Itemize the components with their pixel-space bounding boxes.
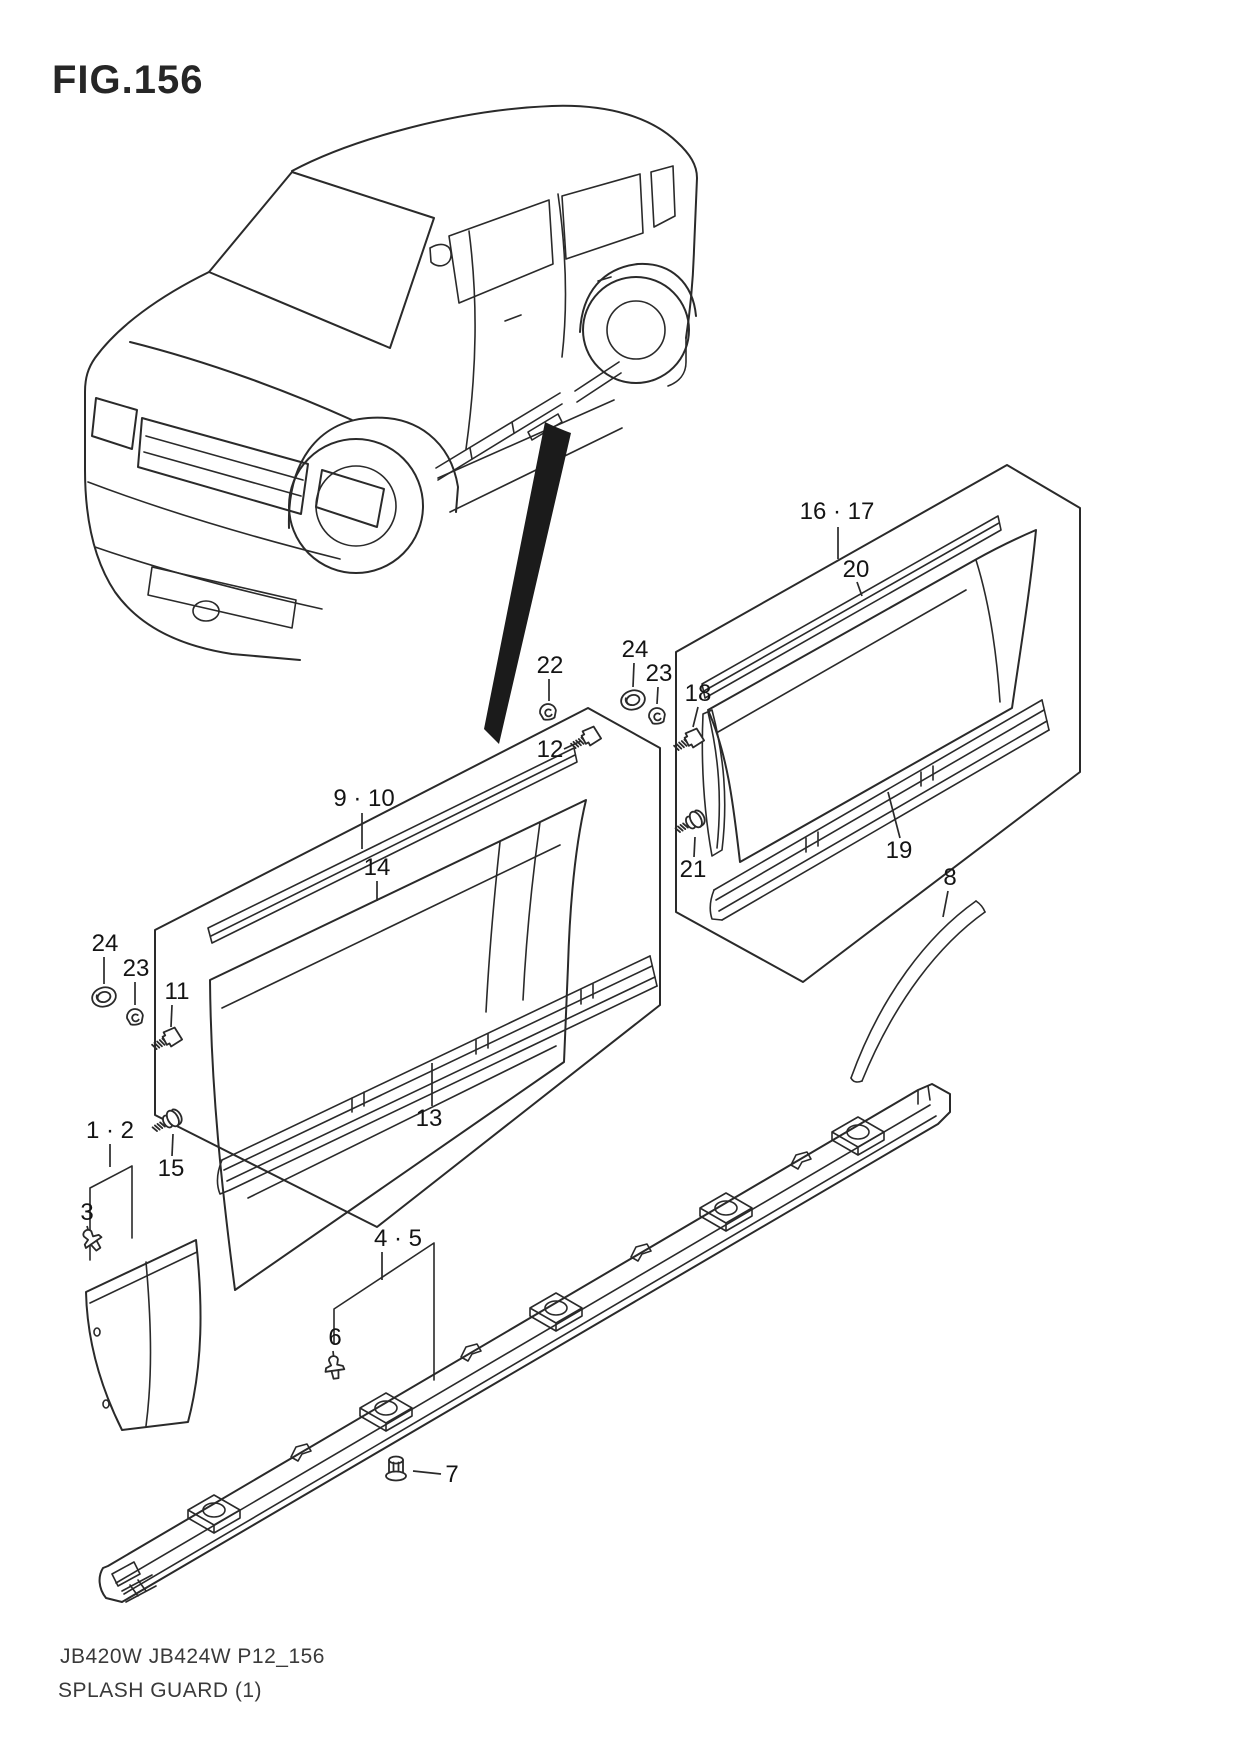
leader-line-20: [856, 581, 863, 597]
rocker-sill-panel: [98, 1083, 951, 1603]
front-molding-box: [154, 707, 661, 1291]
leader-line-8: [942, 890, 949, 918]
callout-11: 11: [164, 978, 190, 1005]
leader-line-23-right: [656, 686, 659, 705]
leader-line-21: [693, 836, 696, 858]
callout-14: 14: [363, 854, 391, 881]
grommet-icon: [89, 983, 119, 1011]
footer-figure-name: SPLASH GUARD (1): [58, 1679, 263, 1702]
leader-line-18: [692, 706, 699, 728]
callout-3: 3: [80, 1199, 94, 1226]
rear-molding-box: [675, 464, 1081, 983]
zone-frame-1-2: [89, 1165, 133, 1261]
car-illustration: [84, 104, 698, 661]
callout-24-right: 24: [621, 636, 649, 663]
leader-lines: [86, 527, 949, 1475]
screw-grommet-icon: [671, 806, 709, 839]
leader-line-15: [171, 1133, 174, 1157]
flange-nut-icon: [385, 1455, 407, 1482]
clip-nut-icon: [646, 705, 668, 726]
callout-18: 18: [684, 680, 712, 707]
callout-15: 15: [157, 1155, 185, 1182]
leader-line-24-right: [632, 662, 635, 688]
callout-12: 12: [536, 736, 564, 763]
callout-6: 6: [328, 1324, 342, 1351]
callout-21: 21: [679, 856, 707, 883]
callout-9-10: 9 · 10: [333, 785, 395, 812]
callout-23-right: 23: [645, 660, 673, 687]
callout-16-17: 16 · 17: [799, 498, 875, 525]
clip-nut-icon: [537, 701, 559, 722]
figure-title: FIG.156: [52, 58, 204, 102]
callout-4-5: 4 · 5: [373, 1225, 423, 1252]
clip-nut-icon: [124, 1006, 146, 1027]
push-rivet-icon: [322, 1353, 347, 1381]
leader-line-11: [170, 1004, 173, 1028]
callout-23-left: 23: [122, 955, 150, 982]
callout-13: 13: [415, 1105, 443, 1132]
callout-22: 22: [536, 652, 564, 679]
wheel-arch-trim: [850, 900, 986, 1083]
footer-model-code: JB420W JB424W P12_156: [60, 1645, 325, 1668]
push-rivet-icon: [76, 1224, 107, 1256]
mud-flap: [85, 1239, 202, 1431]
callout-24-left: 24: [91, 930, 119, 957]
leader-line-7: [412, 1470, 442, 1475]
pointer-swoosh: [484, 422, 571, 744]
callout-19: 19: [885, 837, 913, 864]
leader-line-19: [887, 791, 901, 839]
zone-frame-4-5: [333, 1242, 435, 1381]
grommet-icon: [618, 686, 648, 714]
callout-7: 7: [445, 1461, 459, 1488]
callout-8: 8: [943, 864, 957, 891]
callout-1-2: 1 · 2: [85, 1117, 135, 1144]
callout-20: 20: [842, 556, 870, 583]
